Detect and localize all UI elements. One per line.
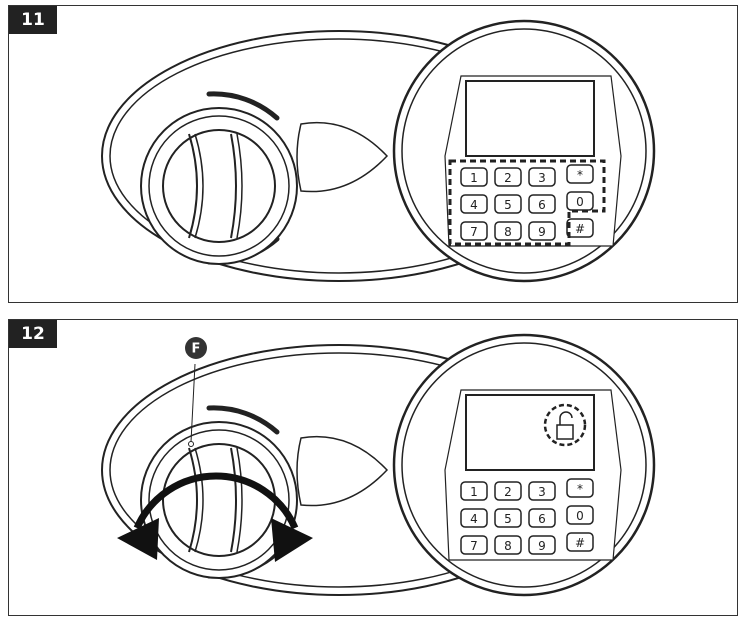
key-8-label: 8 <box>504 225 512 239</box>
key-4-shape <box>460 508 488 528</box>
key-4-button: 4 <box>460 194 488 214</box>
key-7-button: 7 <box>460 221 488 241</box>
key-4-label: 4 <box>470 512 478 526</box>
key-8-shape <box>494 535 522 555</box>
key-star-shape <box>566 164 594 184</box>
key-3-shape <box>528 167 556 187</box>
key-5-label: 5 <box>504 512 512 526</box>
key-star-label: * <box>577 168 583 182</box>
key-2-button: 2 <box>494 481 522 501</box>
key-4-shape <box>460 194 488 214</box>
part-marker: F <box>185 337 207 447</box>
lcd-display <box>465 80 595 157</box>
key-9-label: 9 <box>538 225 546 239</box>
rotation-arrow <box>117 472 313 562</box>
key-0-label: 0 <box>576 195 584 209</box>
key-3-label: 3 <box>538 485 546 499</box>
key-2-label: 2 <box>504 171 512 185</box>
key-7-button: 7 <box>460 535 488 555</box>
safe-lock-illustration: F 1 2 3 * 4 5 6 0 7 8 9 # <box>101 333 656 597</box>
step-number-badge: 12 <box>9 320 57 348</box>
key-4-button: 4 <box>460 508 488 528</box>
key-5-button: 5 <box>494 194 522 214</box>
key-9-button: 9 <box>528 535 556 555</box>
key-star-label: * <box>577 482 583 496</box>
key-9-shape <box>528 535 556 555</box>
key-hash-button: # <box>566 532 594 552</box>
key-star-shape <box>566 478 594 498</box>
key-0-label: 0 <box>576 509 584 523</box>
key-2-label: 2 <box>504 485 512 499</box>
key-star-button: * <box>566 164 594 184</box>
keypad-keys: 1 2 3 * 4 5 6 0 7 8 9 # <box>460 164 594 241</box>
key-2-shape <box>494 481 522 501</box>
key-9-label: 9 <box>538 539 546 553</box>
handle-recess <box>296 435 389 507</box>
key-4-label: 4 <box>470 198 478 212</box>
key-5-label: 5 <box>504 198 512 212</box>
part-marker-label: F <box>192 342 201 357</box>
key-6-button: 6 <box>528 194 556 214</box>
safe-lock-illustration: 1 2 3 * 4 5 6 0 7 8 9 # <box>101 19 656 283</box>
key-0-button: 0 <box>566 191 594 211</box>
key-6-label: 6 <box>538 512 546 526</box>
key-6-button: 6 <box>528 508 556 528</box>
keypad-highlight <box>448 159 606 246</box>
key-hash-label: # <box>575 536 585 550</box>
key-7-shape <box>460 535 488 555</box>
key-hash-shape <box>566 532 594 552</box>
key-2-button: 2 <box>494 167 522 187</box>
key-6-label: 6 <box>538 198 546 212</box>
key-hash-label: # <box>575 222 585 236</box>
keypad-keys: 1 2 3 * 4 5 6 0 7 8 9 # <box>460 478 594 555</box>
key-5-button: 5 <box>494 508 522 528</box>
key-star-button: * <box>566 478 594 498</box>
key-0-shape <box>566 191 594 211</box>
key-3-shape <box>528 481 556 501</box>
unlock-icon <box>543 403 587 447</box>
key-1-shape <box>460 167 488 187</box>
key-3-button: 3 <box>528 481 556 501</box>
key-1-button: 1 <box>460 481 488 501</box>
key-9-button: 9 <box>528 221 556 241</box>
key-6-shape <box>528 508 556 528</box>
key-1-button: 1 <box>460 167 488 187</box>
key-5-shape <box>494 508 522 528</box>
key-0-shape <box>566 505 594 525</box>
key-7-shape <box>460 221 488 241</box>
key-8-shape <box>494 221 522 241</box>
key-hash-shape <box>566 218 594 238</box>
rotary-knob <box>140 91 298 265</box>
key-2-shape <box>494 167 522 187</box>
key-1-label: 1 <box>470 485 478 499</box>
key-7-label: 7 <box>470 539 478 553</box>
key-5-shape <box>494 194 522 214</box>
key-hash-button: # <box>566 218 594 238</box>
key-8-button: 8 <box>494 221 522 241</box>
rotary-knob <box>140 405 298 579</box>
key-1-label: 1 <box>470 171 478 185</box>
step-12-panel: 12 F <box>8 319 738 616</box>
key-9-shape <box>528 221 556 241</box>
key-1-shape <box>460 481 488 501</box>
key-3-label: 3 <box>538 171 546 185</box>
key-3-button: 3 <box>528 167 556 187</box>
key-8-label: 8 <box>504 539 512 553</box>
step-11-panel: 11 1 2 3 * 4 5 6 0 7 8 9 # <box>8 5 738 303</box>
key-7-label: 7 <box>470 225 478 239</box>
key-8-button: 8 <box>494 535 522 555</box>
step-number-badge: 11 <box>9 6 57 34</box>
key-0-button: 0 <box>566 505 594 525</box>
handle-recess <box>296 121 389 193</box>
key-6-shape <box>528 194 556 214</box>
lcd-display <box>465 394 595 471</box>
